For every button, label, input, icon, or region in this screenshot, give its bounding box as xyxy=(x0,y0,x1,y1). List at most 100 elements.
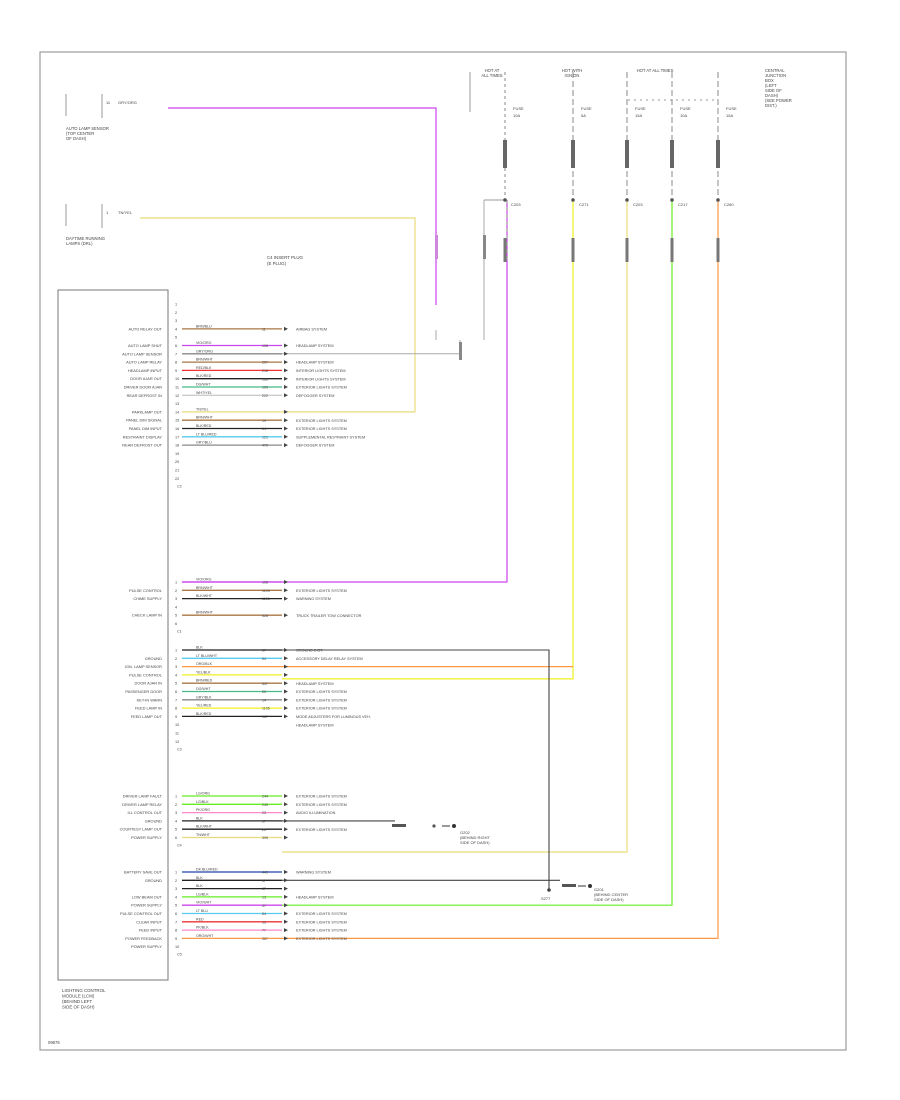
connector-pin-marker xyxy=(284,827,288,832)
power-source-label: JUNCTION xyxy=(765,73,786,78)
wire-color-code: BLK/RED xyxy=(196,374,212,378)
connector-pin-marker xyxy=(284,648,288,652)
wire-color-code: BLK/RED xyxy=(196,424,212,428)
pin-function-label: GROUND xyxy=(145,818,162,823)
power-source-label: HOT AT xyxy=(485,68,500,73)
destination-label: EXTERIOR LIGHTS SYSTEM xyxy=(296,698,347,702)
circuit-number: 479 xyxy=(262,444,268,448)
wire-color-code: LG/ORG xyxy=(196,792,210,796)
module-title-label: MODULE (LCM) xyxy=(62,994,95,999)
pin-number: 9 xyxy=(175,369,177,373)
connector-pin-marker xyxy=(284,835,288,840)
pin-number: 2 xyxy=(175,311,177,315)
connector-pin-marker xyxy=(284,886,288,891)
pin-number: 3 xyxy=(175,319,177,323)
pin-number: 5 xyxy=(175,904,177,908)
connector-code: C203 xyxy=(633,202,643,207)
connector-note: (E PLUG) xyxy=(267,261,287,266)
pin-number: 8 xyxy=(175,361,177,365)
circuit-number: 244 xyxy=(262,795,268,799)
connector-pin-marker xyxy=(284,681,288,686)
power-source-label: DASH) xyxy=(765,93,779,98)
pin-function-label: GROUND xyxy=(145,656,162,661)
circuit-number: 19 xyxy=(262,419,266,423)
module-connector-code: C4 xyxy=(177,844,182,848)
circuit-number: 1103 xyxy=(262,589,270,593)
pin-function-label: POWER SUPPLY xyxy=(131,835,162,840)
connector-code: C217 xyxy=(678,202,688,207)
connector-pin-marker xyxy=(284,689,288,694)
pin-number: 10 xyxy=(175,945,179,949)
pin-number: 7 xyxy=(175,698,177,702)
destination-label: EXTERIOR LIGHTS SYSTEM xyxy=(296,707,347,711)
connector-stub xyxy=(483,235,486,259)
circuit-number: 108 xyxy=(262,581,268,585)
ground-label: G201 xyxy=(594,887,605,892)
pin-number: 5 xyxy=(175,828,177,832)
pin-number: 1 xyxy=(175,795,177,799)
wire-color-code: TN/YEL xyxy=(196,407,209,411)
pin-number: 3 xyxy=(175,811,177,815)
pin-function-label: POWER SUPPLY xyxy=(131,944,162,949)
ground-symbol-g201 xyxy=(588,884,592,888)
pin-number: 12 xyxy=(175,394,179,398)
ground-label: (BEHIND CENTER xyxy=(594,892,628,897)
pin-number: 2 xyxy=(175,657,177,661)
fuse-rating: 10A xyxy=(513,113,520,118)
switch-label: (TOP CENTER xyxy=(66,131,94,136)
destination-label: ACCESSORY DELAY RELAY SYSTEM xyxy=(296,657,363,661)
ground-symbol-g202 xyxy=(452,824,456,828)
pin-number: 15 xyxy=(175,419,179,423)
wire-color-code: LT BLU xyxy=(196,909,208,913)
connector-pin-marker xyxy=(284,697,288,702)
destination-label: INTERIOR LIGHTS SYSTEM xyxy=(296,369,346,373)
pin-function-label: POWER SUPPLY xyxy=(131,903,162,908)
circuit-number: 20 xyxy=(262,690,266,694)
connector-pin-marker xyxy=(284,343,288,348)
connector-pin-marker xyxy=(284,656,288,661)
wire-color-code: BLK xyxy=(196,646,203,650)
pin-number: 16 xyxy=(175,427,179,431)
pin-function-label: RESTRAINT DISPLAY xyxy=(123,434,163,439)
ground-terminal xyxy=(432,824,436,828)
connector-pin-marker xyxy=(284,360,288,365)
wire-color-code: DK BLU/RED xyxy=(196,868,218,872)
wire-color-code: PK/BLK xyxy=(196,926,209,930)
pin-function-label: POWER FEEDBACK xyxy=(125,936,162,941)
pin-function-label: COURTESY LAMP OUT xyxy=(120,827,163,832)
switch-wire-code: TN/YEL xyxy=(118,210,133,215)
circuit-number: 23 xyxy=(262,811,266,815)
pin-function-label: AUTO LAMP RELAY xyxy=(126,360,162,365)
pin-function-label: FEED LAMP OUT xyxy=(131,714,163,719)
circuit-number: 1105 xyxy=(262,707,270,711)
switch-label: LAMPS (DRL) xyxy=(66,241,93,246)
module-title-label: (BEHIND LEFT xyxy=(62,999,92,1004)
power-source-label: IGN ON xyxy=(565,73,580,78)
circuit-number: 57 xyxy=(262,649,266,653)
destination-label: GROUND DIST. xyxy=(296,649,323,653)
power-source-label: CENTRAL xyxy=(765,68,785,73)
power-source-label: ALL TIMES xyxy=(481,73,502,78)
pin-number: 5 xyxy=(175,336,177,340)
ground-label: (BEHIND RIGHT xyxy=(460,835,491,840)
wire-color-code: BLK xyxy=(196,884,203,888)
connector-stub xyxy=(670,238,674,262)
connector-pin-marker xyxy=(284,794,288,798)
circuit-number: 387 xyxy=(262,937,268,941)
pin-function-label: LOW BEAM OUT xyxy=(132,894,163,899)
pin-number: 2 xyxy=(175,803,177,807)
destination-label: EXTERIOR LIGHTS SYSTEM xyxy=(296,386,347,390)
wire-color-code: RED/BLK xyxy=(196,366,212,370)
destination-label: EXTERIOR LIGHTS SYSTEM xyxy=(296,795,347,799)
wire-color-code: LG/BLK xyxy=(196,800,209,804)
pin-number: 10 xyxy=(175,723,179,727)
destination-label: SUPPLEMENTAL RESTRAINT SYSTEM xyxy=(296,435,365,439)
pin-number: 5 xyxy=(175,614,177,618)
destination-label: TRUCK TRAILER TOW CONNECTOR xyxy=(296,614,362,618)
connector-stub xyxy=(716,238,720,262)
pin-number: 6 xyxy=(175,836,177,840)
pin-function-label: ILL CONTROL OUT xyxy=(127,810,162,815)
top-power-section: FUSE10AC203FUSE5AC271FUSE15AC203FUSE10AC… xyxy=(65,68,792,266)
connector-pin-marker xyxy=(284,613,288,618)
wire-color-code: ORG/BLK xyxy=(196,662,213,666)
